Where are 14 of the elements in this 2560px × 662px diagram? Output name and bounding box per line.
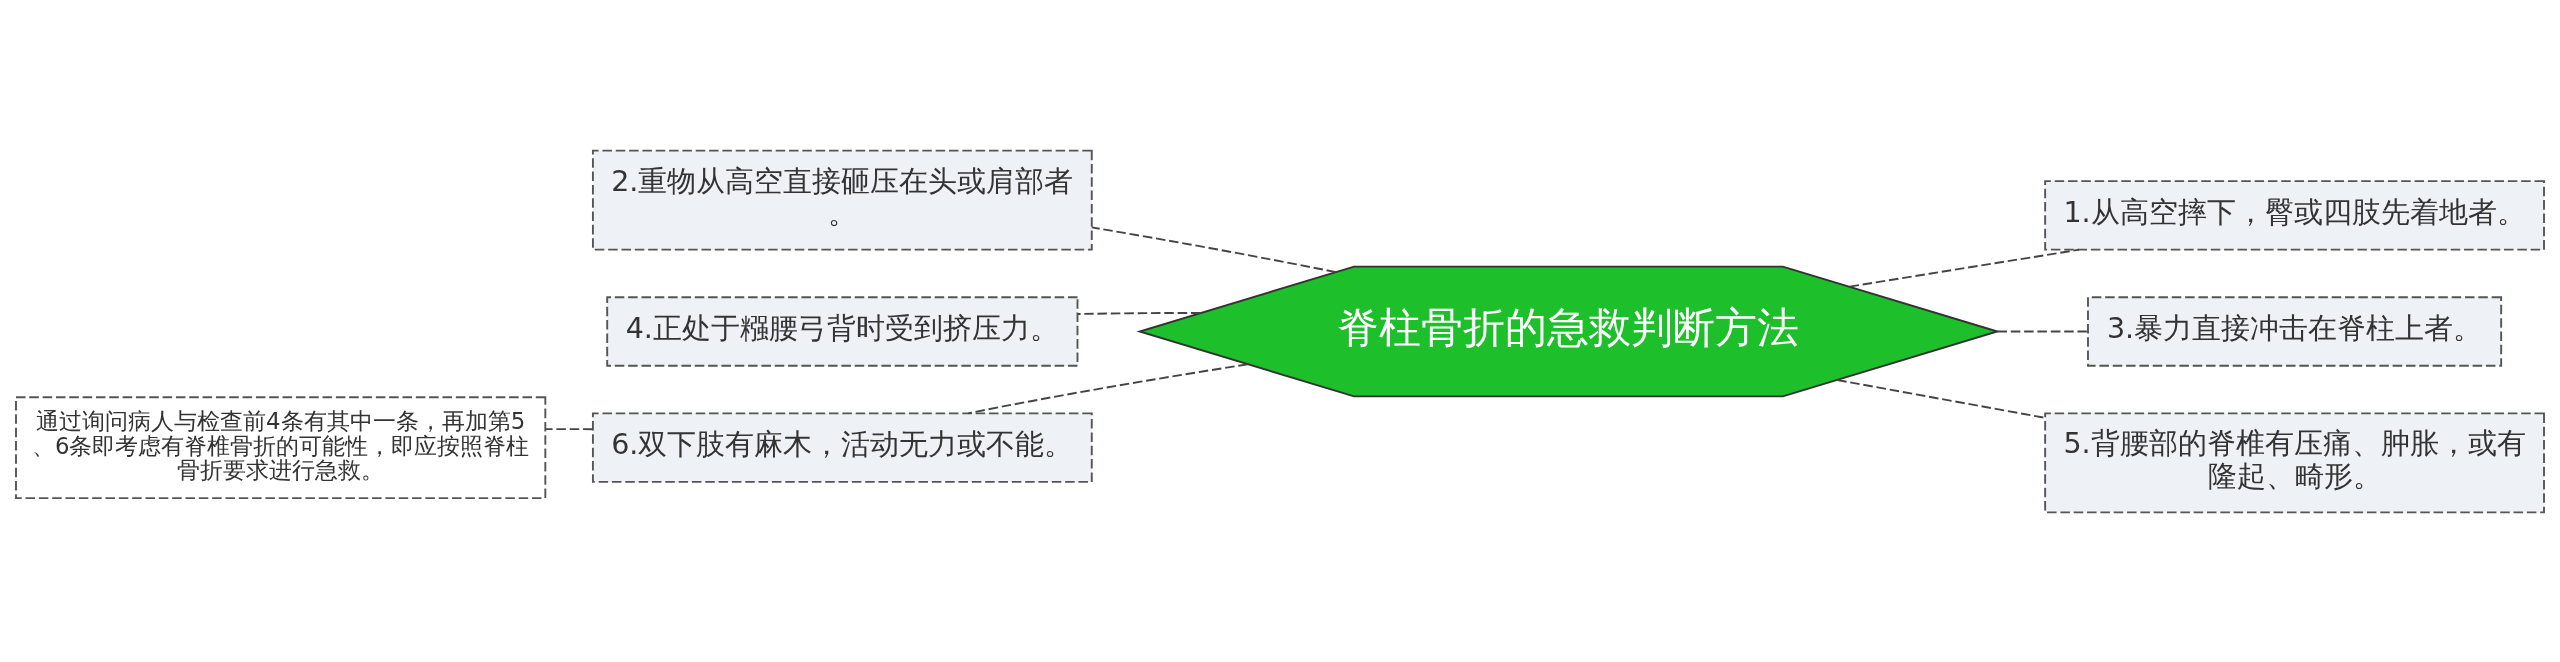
- node-box: 2.重物从高空直接砸压在头或肩部者。: [591, 149, 1093, 251]
- node-box: 6.双下肢有麻木，活动无力或不能。: [591, 411, 1093, 483]
- node-box: 通过询问病人与检查前4条有其中一条，再加第5、6条即考虑有脊椎骨折的可能性，即应按照脊柱骨折要求进行急救。: [15, 395, 547, 499]
- node-box: 4.正处于糨腰弓背时受到挤压力。: [606, 295, 1079, 367]
- connector: [1090, 226, 1337, 273]
- node-box: 3.暴力直接冲击在脊柱上者。: [2087, 295, 2503, 367]
- connector: [1076, 311, 1202, 315]
- node-box: 1.从高空摔下，臀或四肢先着地者。: [2044, 179, 2545, 251]
- connector: [1836, 378, 2046, 419]
- connector: [967, 362, 1249, 414]
- connector: [1996, 330, 2089, 332]
- node-box: 5.背腰部的脊椎有压痛、肿胀，或有隆起、畸形。: [2044, 411, 2545, 513]
- connector: [1848, 248, 2081, 288]
- connector: [545, 427, 594, 430]
